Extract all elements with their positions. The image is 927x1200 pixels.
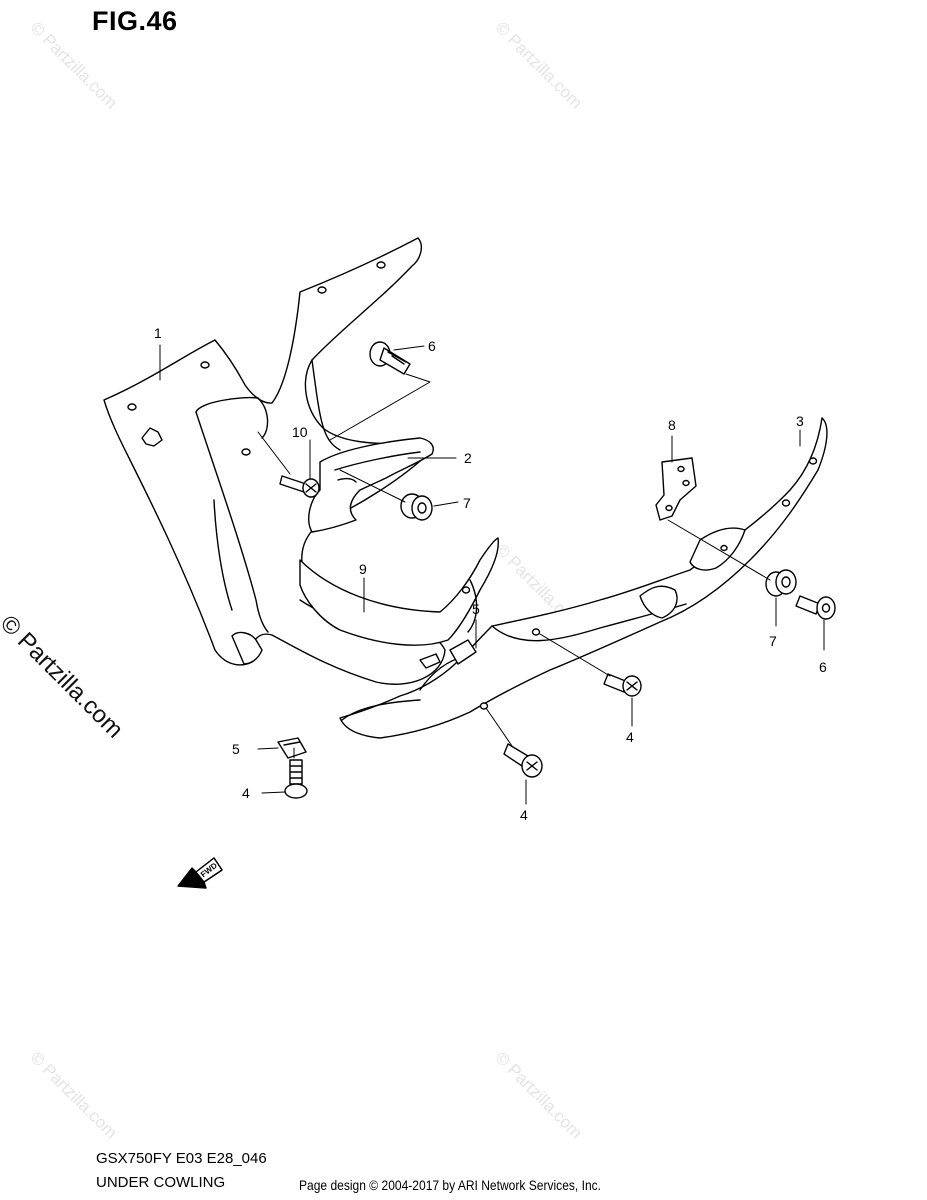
part-4-screw-middle — [603, 673, 642, 697]
part-4-screw-lower — [503, 743, 543, 778]
leader-lines — [159, 344, 825, 805]
callout-4-left: 4 — [242, 785, 250, 801]
part-5-clip-nut-center — [449, 639, 477, 665]
callout-1: 1 — [154, 325, 162, 341]
callout-5-center: 5 — [472, 601, 480, 617]
callout-4-middle: 4 — [626, 729, 634, 745]
copyright-notice: Page design © 2004-2017 by ARI Network S… — [299, 1177, 602, 1193]
part-6-bolt-right — [795, 595, 836, 620]
callout-9: 9 — [359, 561, 367, 577]
callout-6-top: 6 — [428, 338, 436, 354]
model-code: GSX750FY E03 E28_046 — [96, 1150, 267, 1167]
callout-5-left: 5 — [232, 741, 240, 757]
part-9-inner-panel — [299, 537, 499, 646]
part-7-grommet-right — [765, 569, 797, 597]
callout-4-lower: 4 — [520, 807, 528, 823]
part-10-screw — [279, 475, 320, 498]
part-8-bracket — [655, 457, 697, 521]
fwd-arrow-icon — [177, 857, 223, 889]
callout-10: 10 — [292, 424, 308, 440]
callout-2: 2 — [464, 450, 472, 466]
section-name: UNDER COWLING — [96, 1174, 226, 1191]
figure-title: FIG.46 — [92, 6, 178, 36]
part-6-bolt-top — [369, 341, 411, 375]
callout-6-right: 6 — [819, 659, 827, 675]
callout-8: 8 — [668, 417, 676, 433]
callout-7-right: 7 — [769, 633, 777, 649]
callout-numbers: 1 2 3 4 4 4 5 5 6 6 7 7 8 9 10 — [154, 325, 827, 823]
callout-3: 3 — [796, 413, 804, 429]
part-4-bolt-left — [284, 759, 308, 799]
part-5-clip-nut-left — [277, 737, 307, 759]
part-7-grommet-left — [400, 493, 433, 521]
callout-7-left: 7 — [463, 495, 471, 511]
part-2-bracket — [308, 437, 434, 533]
